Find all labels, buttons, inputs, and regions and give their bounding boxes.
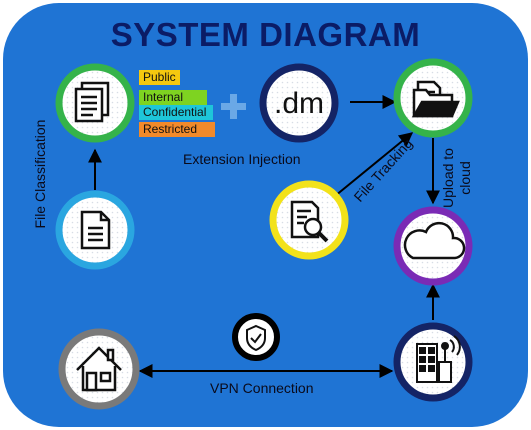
label-upload-to-cloud-line2: cloud [457,161,473,195]
extension-node[interactable] [259,63,339,143]
shield-node[interactable] [232,313,280,361]
tag-restricted: Restricted [139,122,215,137]
tag-internal: Internal [139,90,207,105]
documents-node[interactable] [55,63,135,143]
home-node[interactable] [58,328,140,410]
building-node[interactable] [393,322,473,402]
diagram-title: SYSTEM DIAGRAM [110,16,421,53]
tag-confidential: Confidential [139,105,213,120]
label-vpn-connection: VPN Connection [210,380,314,396]
label-upload-to-cloud-line1: Upload to [440,148,456,208]
building-antenna-icon [416,335,461,383]
search-document-node[interactable] [269,180,349,260]
document-icon [80,210,111,250]
cloud-icon [403,221,466,260]
extension-text: .dm [274,87,324,120]
label-file-classification: File Classification [32,119,48,229]
documents-icon [74,81,110,123]
connectors [88,95,440,378]
plus-icon [221,94,246,119]
label-extension-injection: Extension Injection [183,151,301,167]
folder-node[interactable] [393,58,473,138]
shield-check-icon [246,324,266,352]
document-search-icon [290,200,329,243]
home-icon [76,346,122,392]
tag-public: Public [139,70,180,85]
folder-icon [411,80,460,118]
arrow-tracking-to-folder [334,132,414,197]
cloud-node[interactable] [393,206,473,286]
label-upload-to-cloud: Upload to cloud [440,138,476,218]
single-document-node[interactable] [55,190,135,270]
